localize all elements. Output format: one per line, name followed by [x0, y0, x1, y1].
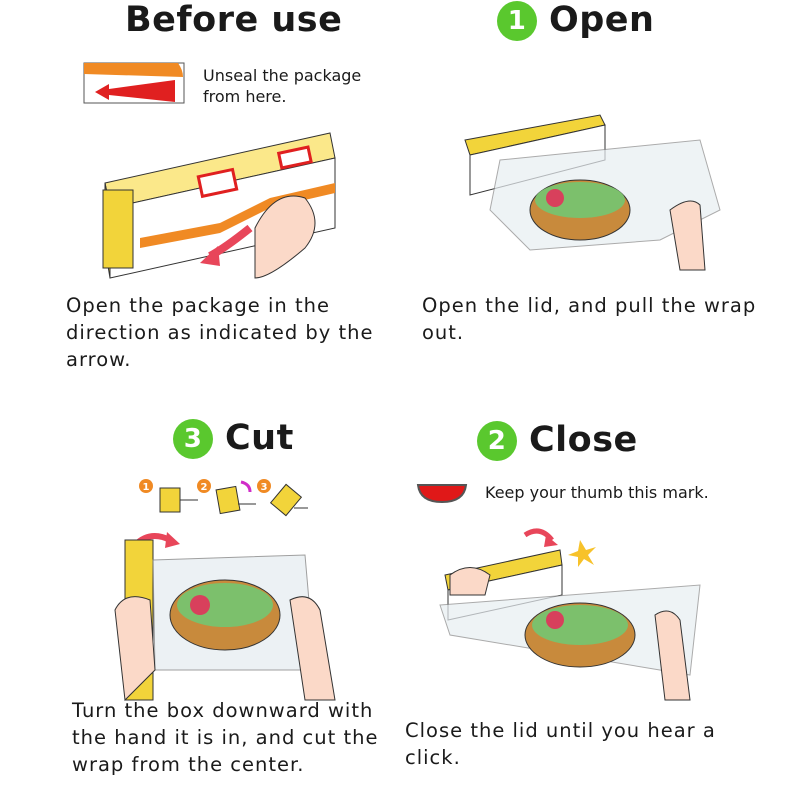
open-caption: Open the lid, and pull the wrap out. [422, 294, 757, 344]
cut-heading: 3 Cut [173, 418, 294, 459]
cut-caption: Turn the box downward with the hand it i… [72, 699, 379, 776]
close-lid-illustration [439, 528, 701, 701]
close-caption: Close the lid until you hear a click. [405, 719, 716, 769]
cut-title: Cut [225, 418, 294, 458]
cut-wrap-illustration [114, 532, 336, 702]
open-lid-illustration [464, 114, 721, 271]
cut-substeps-diagram: 1 2 3 [139, 479, 308, 517]
open-heading: 1 Open [497, 0, 654, 41]
unseal-marker-illustration [83, 62, 185, 104]
step-number-badge: 2 [477, 421, 517, 461]
thumb-mark-note: Keep your thumb this mark. [485, 483, 709, 502]
close-title: Close [529, 420, 638, 460]
before-use-caption: Open the package in the direction as ind… [66, 294, 374, 371]
substep-1-label: 1 [143, 482, 150, 493]
unseal-note: Unseal the package from here. [203, 66, 362, 106]
open-title: Open [549, 0, 655, 40]
substep-3-label: 3 [261, 482, 268, 493]
step-number-badge: 3 [173, 419, 213, 459]
substep-2-label: 2 [201, 482, 208, 493]
before-use-title: Before use [125, 0, 343, 40]
close-heading: 2 Close [477, 420, 638, 461]
open-package-illustration [102, 132, 336, 279]
step-number-badge: 1 [497, 1, 537, 41]
thumb-mark-icon [416, 484, 468, 504]
